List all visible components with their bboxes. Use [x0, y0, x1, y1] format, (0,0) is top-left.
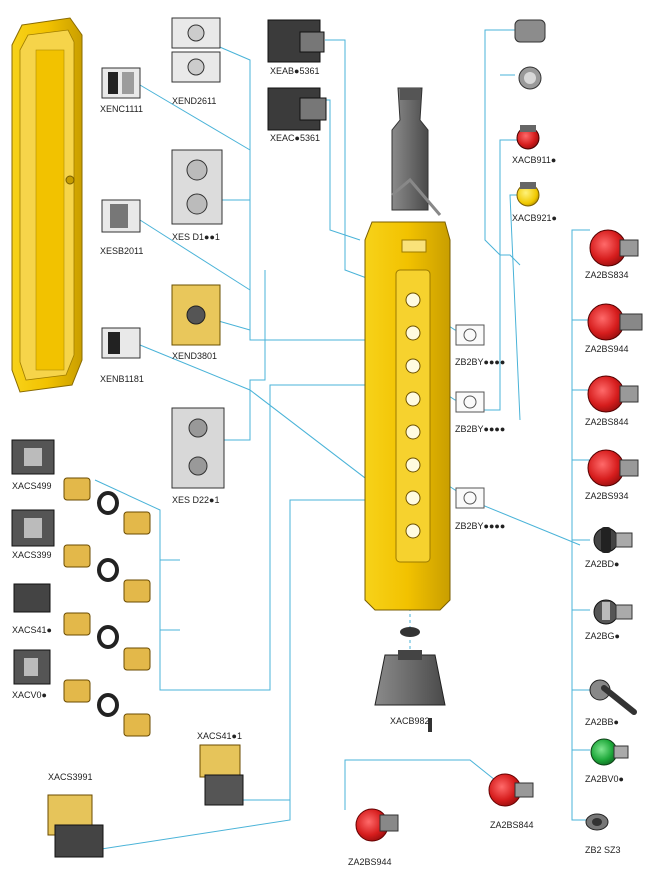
label-za2bs844-bottom: ZA2BS844 — [490, 820, 534, 830]
button-xacb921 — [516, 182, 540, 207]
label-xesd22: XES D22●1 — [172, 495, 220, 505]
contact-block-xend2611 — [171, 17, 221, 83]
label-za2bs844: ZA2BS844 — [585, 417, 629, 427]
button-za2bs944-bottom — [355, 808, 399, 842]
label-za2bb: ZA2BB● — [585, 717, 619, 727]
label-za2bs944: ZA2BS944 — [585, 344, 629, 354]
button-xacb911 — [516, 125, 540, 150]
head-xeac5361 — [267, 87, 327, 131]
connector-lines — [94, 29, 590, 851]
button-xacb-top — [514, 19, 546, 43]
mounting-plates — [63, 477, 151, 737]
xacs3991 — [47, 794, 104, 858]
label-xeac5361: XEAC●5361 — [270, 133, 320, 143]
contact-block-xesb2011 — [101, 199, 141, 233]
contact-block-xend3801 — [171, 284, 221, 346]
button-za2bs934 — [587, 449, 639, 487]
label-xacv0: XACV0● — [12, 690, 47, 700]
contact-block-xenb1181 — [101, 327, 141, 359]
label-zb2by-3: ZB2BY●●●● — [455, 521, 506, 531]
xacs411 — [199, 744, 244, 806]
label-zb2sz3: ZB2 SZ3 — [585, 845, 621, 855]
contact-block-xesd1 — [171, 149, 223, 225]
keyswitch-za2bg — [593, 599, 633, 625]
label-xacb911: XACB911● — [512, 155, 557, 165]
label-caps — [455, 324, 485, 509]
label-za2bs834: ZA2BS834 — [585, 270, 629, 280]
button-xacb-second — [518, 66, 542, 90]
selector-za2bd — [593, 527, 633, 553]
button-za2bs844-bottom — [488, 773, 534, 807]
enclosure-cover — [11, 17, 83, 393]
screw — [428, 718, 432, 732]
label-xacs41: XACS41● — [12, 625, 52, 635]
cable-gland-xacb982 — [374, 627, 446, 706]
button-za2bv0 — [590, 738, 629, 766]
contact-block-xesd22 — [171, 407, 225, 489]
label-xesd1: XES D1●●1 — [172, 232, 220, 242]
label-xacs411: XACS41●1 — [197, 731, 242, 741]
label-zb2by-2: ZB2BY●●●● — [455, 424, 506, 434]
contact-block-xenc1111 — [101, 67, 141, 99]
xacs399 — [11, 509, 55, 547]
label-xenc1111: XENC1111 — [100, 104, 144, 114]
button-za2bs944 — [587, 303, 643, 341]
label-xesb2011: XESB2011 — [100, 246, 144, 256]
label-za2bd: ZA2BD● — [585, 559, 620, 569]
label-xacs399: XACS399 — [12, 550, 52, 560]
label-xeab5361: XEAB●5361 — [270, 66, 320, 76]
label-za2bg: ZA2BG● — [585, 631, 620, 641]
label-xenb1181: XENB1181 — [100, 374, 144, 384]
pendant-station — [364, 87, 451, 611]
label-za2bv0: ZA2BV0● — [585, 774, 624, 784]
sealing-rings — [97, 491, 119, 717]
label-xacb921: XACB921● — [512, 213, 557, 223]
label-xend2611: XEND2611 — [172, 96, 217, 106]
xacs41 — [13, 583, 51, 613]
joystick-za2bb — [589, 679, 637, 715]
head-xeab5361 — [267, 19, 325, 63]
xacs499 — [11, 439, 55, 475]
label-xend3801: XEND3801 — [172, 351, 218, 361]
label-xacs3991: XACS3991 — [48, 772, 93, 782]
xacv0 — [13, 649, 51, 685]
button-za2bs844 — [587, 375, 639, 413]
label-za2bs944-bottom: ZA2BS944 — [348, 857, 392, 867]
label-zb2by-1: ZB2BY●●●● — [455, 357, 506, 367]
label-xacb982: XACB982 — [390, 716, 430, 726]
button-za2bs834 — [589, 229, 639, 267]
pendant-holes — [405, 292, 421, 539]
label-za2bs934: ZA2BS934 — [585, 491, 629, 501]
label-xacs499: XACS499 — [12, 481, 52, 491]
blanking-plug-zb2sz3 — [585, 813, 609, 831]
